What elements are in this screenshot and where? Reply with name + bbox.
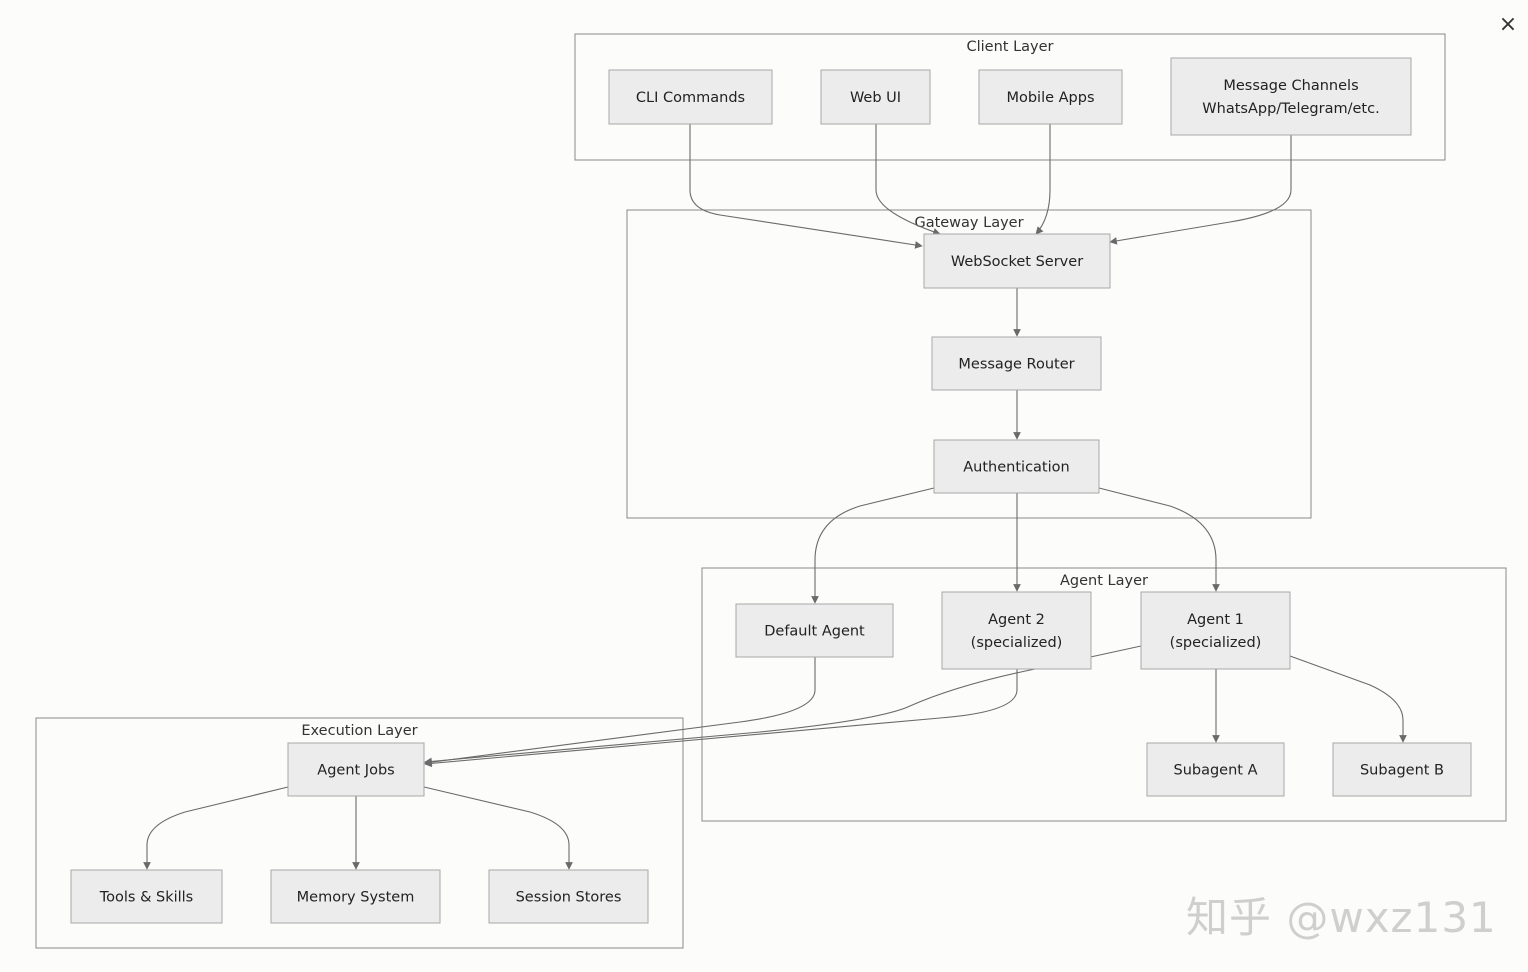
edge-auth-default (811, 487, 935, 604)
cluster-label-client: Client Layer (966, 39, 1053, 55)
node-subA[interactable]: Subagent A (1146, 742, 1285, 797)
node-default[interactable]: Default Agent (735, 603, 894, 658)
node-label-msgch: Message Channels (1223, 78, 1358, 94)
edge-jobs-tools (143, 786, 289, 870)
node-agent2[interactable]: Agent 2 (specialized) (941, 591, 1092, 670)
node-agent1[interactable]: Agent 1 (specialized) (1140, 591, 1291, 670)
edge-webui-ws (875, 124, 941, 236)
node-label-agent1: Agent 1 (1187, 612, 1244, 628)
node-router[interactable]: Message Router (931, 336, 1102, 391)
node-auth[interactable]: Authentication (933, 439, 1100, 494)
node-label-cli: CLI Commands (636, 90, 745, 106)
node-label-ws: WebSocket Server (951, 254, 1083, 270)
node-label-auth: Authentication (963, 460, 1069, 476)
node-subB[interactable]: Subagent B (1332, 742, 1472, 797)
node-label-default: Default Agent (764, 624, 865, 640)
node-label-mobile: Mobile Apps (1006, 90, 1094, 106)
edge-agent1-jobs (424, 645, 1142, 766)
node-label-subA: Subagent A (1173, 763, 1257, 779)
node-tools[interactable]: Tools & Skills (70, 869, 223, 924)
node-label-subB: Subagent B (1360, 763, 1444, 779)
node-sessions[interactable]: Session Stores (488, 869, 649, 924)
edge-auth-agent1 (1098, 487, 1220, 592)
node-webui[interactable]: Web UI (820, 69, 931, 125)
edge-agent1-subB (1289, 655, 1407, 743)
cluster-label-execution: Execution Layer (301, 723, 417, 739)
edge-cli-ws (689, 124, 923, 249)
node-label-agent1: (specialized) (1170, 635, 1262, 651)
node-mobile[interactable]: Mobile Apps (978, 69, 1123, 125)
node-label-memory: Memory System (297, 890, 415, 906)
node-ws[interactable]: WebSocket Server (923, 233, 1111, 289)
edge-default-jobs (424, 657, 816, 766)
edge-mobile-ws (1035, 124, 1051, 235)
node-label-tools: Tools & Skills (99, 890, 194, 906)
edge-msgch-ws (1109, 135, 1292, 245)
node-label-msgch: WhatsApp/Telegram/etc. (1202, 101, 1379, 117)
node-label-webui: Web UI (850, 90, 901, 106)
node-label-agent2: Agent 2 (988, 612, 1045, 628)
node-memory[interactable]: Memory System (270, 869, 441, 924)
node-jobs[interactable]: Agent Jobs (287, 742, 425, 797)
node-cli[interactable]: CLI Commands (608, 69, 773, 125)
node-label-jobs: Agent Jobs (317, 763, 394, 779)
node-label-router: Message Router (958, 357, 1074, 373)
node-label-agent2: (specialized) (971, 635, 1063, 651)
cluster-label-gateway: Gateway Layer (914, 215, 1023, 231)
watermark: 知乎 @wxz131 (1186, 893, 1497, 942)
edge-agent2-jobs (424, 669, 1018, 768)
cluster-label-agent: Agent Layer (1060, 573, 1148, 589)
node-label-sessions: Session Stores (516, 890, 622, 906)
close-icon[interactable]: × (1498, 12, 1518, 37)
edge-jobs-sessions (423, 786, 573, 870)
